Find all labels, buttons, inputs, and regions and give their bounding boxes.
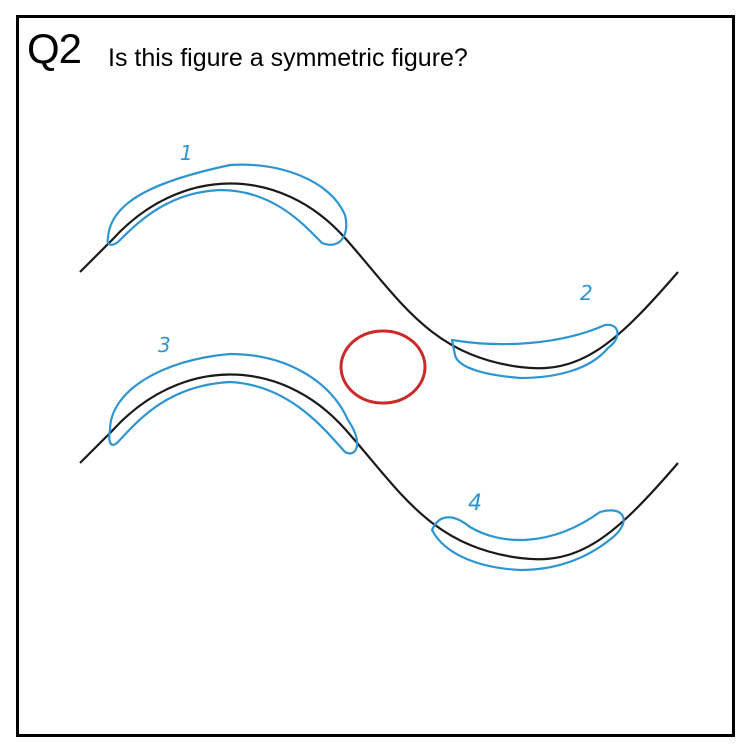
segment-label-2: 2 xyxy=(580,281,593,305)
segment-label-4: 4 xyxy=(468,491,482,516)
question-label: Q2 xyxy=(27,25,82,72)
segment-label-1: 1 xyxy=(180,141,193,165)
highlight-segment-1 xyxy=(106,163,348,246)
highlight-segment-3 xyxy=(108,352,359,455)
highlight-segment-4 xyxy=(430,509,625,572)
question-text: Is this figure a symmetric figure? xyxy=(108,44,468,72)
center-point-circle xyxy=(339,329,427,405)
figure-frame xyxy=(16,15,735,737)
upper-wave-curve xyxy=(79,182,679,370)
highlight-segment-2 xyxy=(450,323,619,380)
segment-label-3: 3 xyxy=(158,333,171,357)
lower-wave-curve xyxy=(79,373,679,561)
